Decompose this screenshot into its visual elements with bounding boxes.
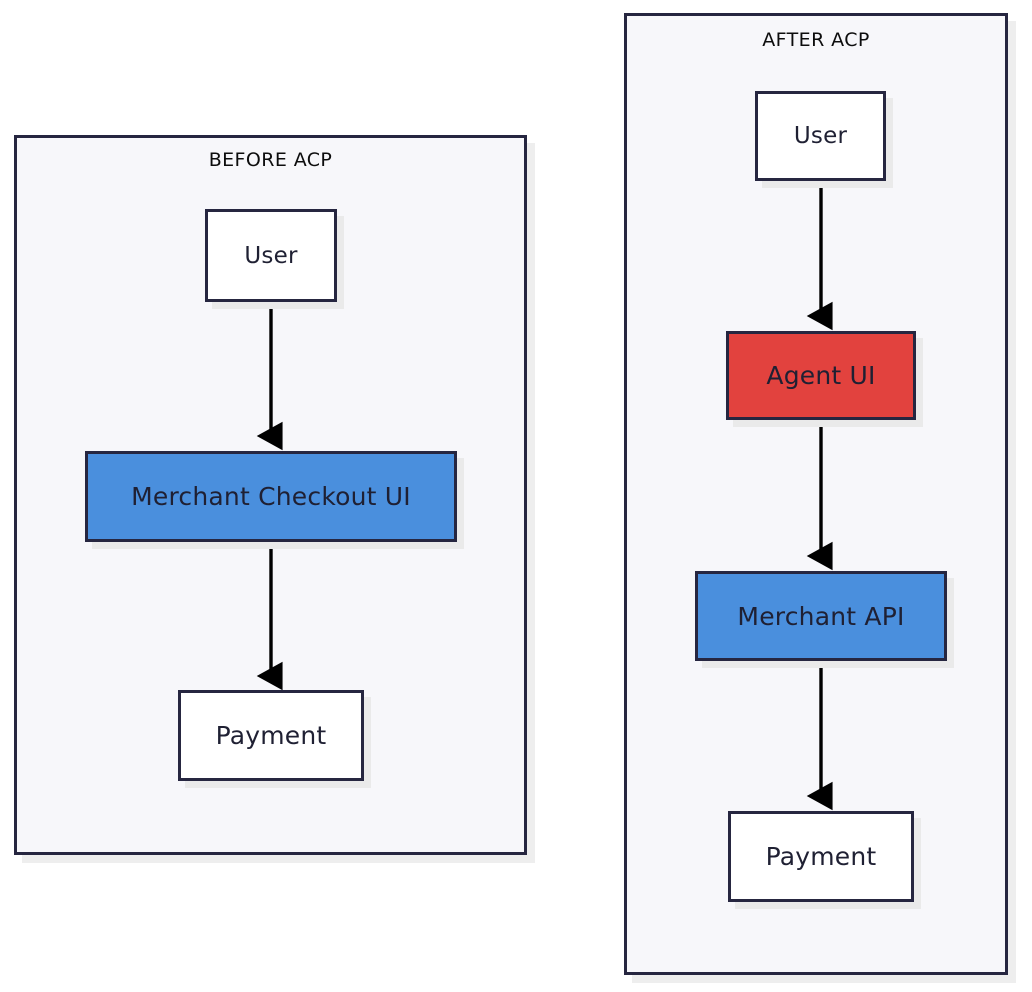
node-label: Merchant API [737,601,905,631]
node-before-user[interactable]: User [205,209,337,302]
node-label: Payment [765,842,877,871]
node-before-merchant-checkout-ui[interactable]: Merchant Checkout UI [85,451,457,542]
panel-before-acp-title: BEFORE ACP [208,149,333,171]
node-label: Merchant Checkout UI [131,482,411,511]
node-label: Payment [215,721,327,750]
node-label: User [793,123,848,149]
node-after-agent-ui[interactable]: Agent UI [726,331,916,420]
node-before-payment[interactable]: Payment [178,690,364,781]
node-label: User [244,242,298,269]
node-after-payment[interactable]: Payment [728,811,914,902]
node-after-merchant-api[interactable]: Merchant API [695,571,947,661]
node-after-user[interactable]: User [755,91,886,181]
panel-after-acp-title: AFTER ACP [762,29,870,51]
node-label: Agent UI [766,361,876,390]
